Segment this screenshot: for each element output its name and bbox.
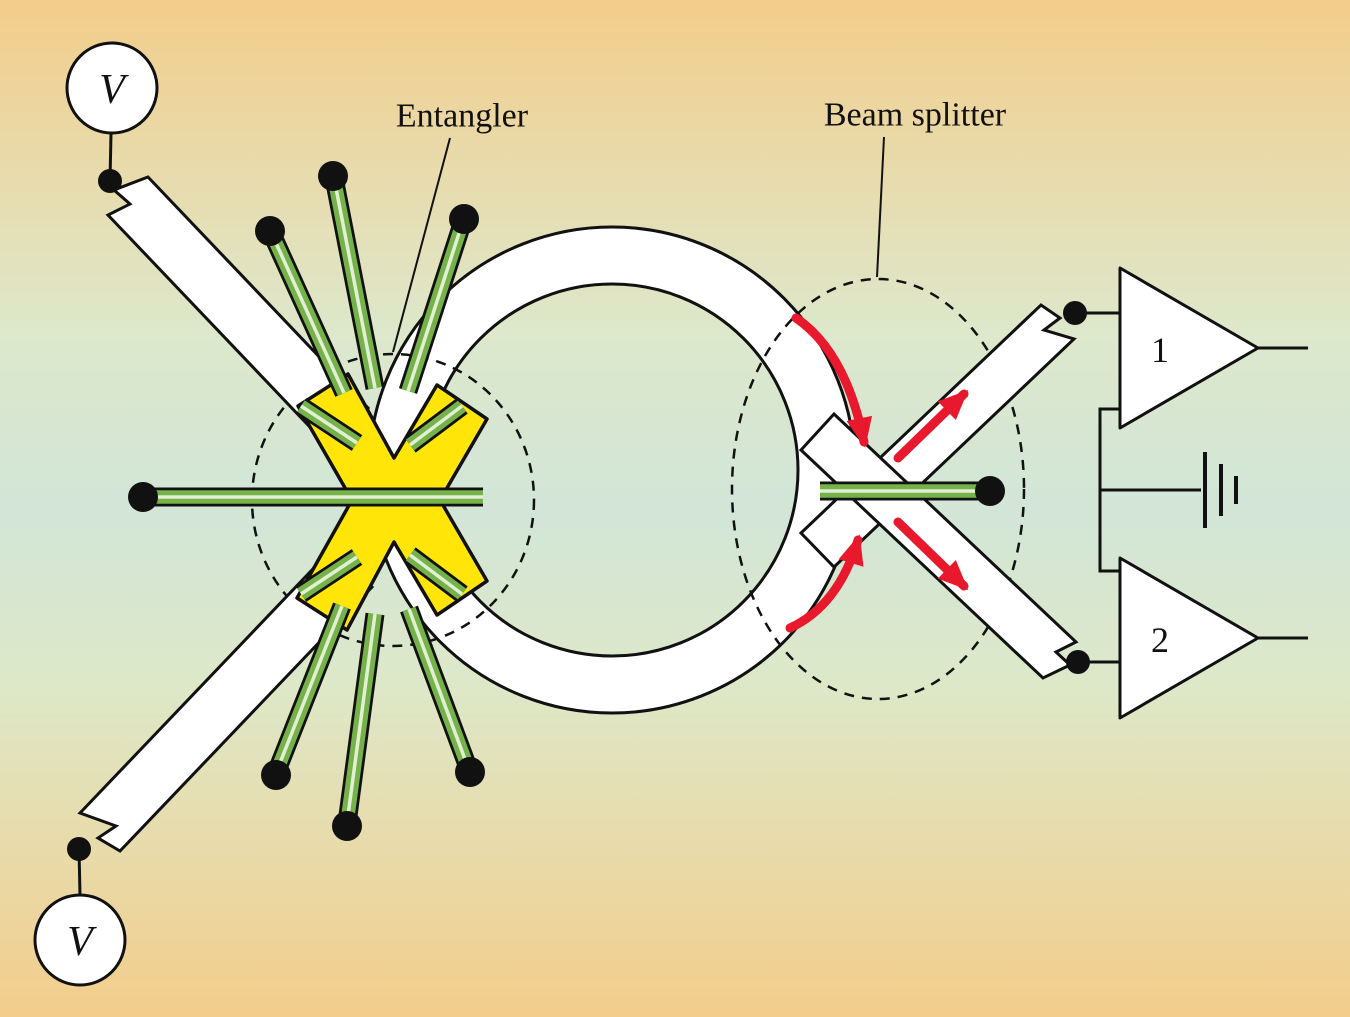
gate-top-middle bbox=[324, 176, 385, 390]
gate-contact-dot bbox=[128, 482, 158, 512]
gate-top-left bbox=[262, 228, 353, 397]
ground-assembly bbox=[1098, 407, 1238, 573]
gate-bottom-left-short bbox=[295, 549, 363, 602]
gate-stripe bbox=[406, 220, 465, 392]
entangler-label: Entangler bbox=[396, 98, 529, 135]
gate-stripe bbox=[300, 404, 358, 445]
amplifier-2: 2 bbox=[1066, 556, 1308, 720]
voltage-label-bottom: V bbox=[67, 919, 97, 965]
voltage-label-top: V bbox=[99, 67, 129, 113]
electron-path-arrow-top-out bbox=[893, 389, 969, 463]
gate-contact-dot bbox=[318, 161, 348, 191]
wire-contact-dot bbox=[98, 169, 122, 193]
gate-contact-dot bbox=[455, 757, 485, 787]
amplifier-2-triangle bbox=[1118, 556, 1260, 720]
amplifier-1-label: 1 bbox=[1151, 330, 1169, 370]
voltage-circle bbox=[33, 893, 127, 987]
gate-bottom-right bbox=[400, 605, 478, 774]
gate-bottom-middle bbox=[337, 612, 385, 825]
gate-top-right bbox=[398, 218, 473, 394]
gate-contact-dot bbox=[261, 760, 291, 790]
gate-stripe bbox=[408, 404, 464, 447]
gate-top-left-short bbox=[295, 398, 363, 451]
gate-bottom-left bbox=[267, 602, 351, 777]
amplifier-2-label: 2 bbox=[1151, 620, 1169, 660]
gate-top-right-short bbox=[404, 398, 468, 453]
voltage-circle bbox=[65, 41, 159, 135]
gate-contact-dot bbox=[255, 216, 285, 246]
gate-stripe bbox=[407, 608, 471, 771]
gate-stripe bbox=[345, 613, 377, 824]
electron-path-arrow-top-in bbox=[791, 313, 873, 448]
gate-contact-dot bbox=[449, 204, 479, 234]
voltage-source-bottom: V bbox=[33, 837, 127, 987]
gate-contact-dot bbox=[975, 476, 1005, 506]
gate-stripe bbox=[269, 231, 346, 394]
gate-bottom-right-short bbox=[404, 547, 468, 602]
gate-stripe bbox=[300, 555, 358, 596]
gate-stripe bbox=[408, 553, 464, 596]
gate-contact-dot bbox=[332, 811, 362, 841]
gate-stripe bbox=[332, 177, 377, 389]
beam-splitter-pointer-line bbox=[876, 136, 885, 278]
gate-stripe bbox=[274, 605, 344, 774]
amplifier-1: 1 bbox=[1063, 266, 1308, 430]
amplifier-1-triangle bbox=[1118, 266, 1260, 430]
wire-contact-dot bbox=[67, 837, 91, 861]
beam-splitter-label: Beam splitter bbox=[824, 97, 1007, 134]
entangler-pointer-line bbox=[392, 137, 451, 353]
voltage-source-top: V bbox=[65, 41, 159, 193]
beam-splitter-dashed-circle bbox=[730, 277, 1026, 701]
electron-path-arrow-bottom-out bbox=[893, 517, 969, 591]
electron-path-arrow-bottom-in bbox=[785, 534, 864, 633]
